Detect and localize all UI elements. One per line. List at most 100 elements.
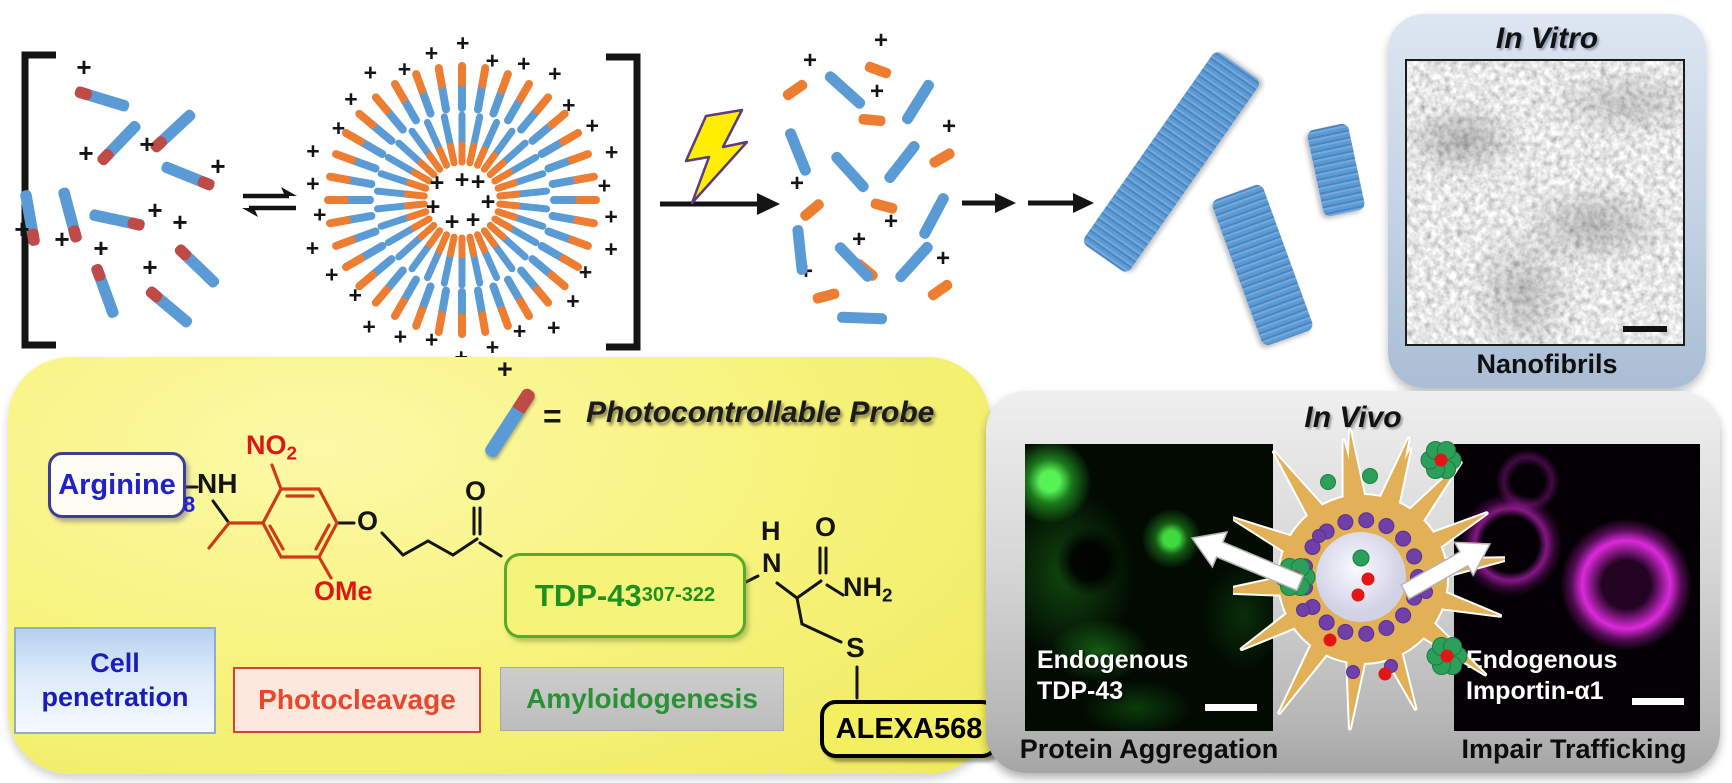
cleaved-cationic-fragment (870, 198, 898, 214)
plus-charge: + (579, 259, 592, 285)
plus-charge: + (874, 27, 888, 54)
arginine-box: Arginine (48, 452, 186, 518)
plus-charge: + (598, 173, 611, 199)
cleaved-cationic-fragment (929, 148, 955, 168)
tem-micrograph (1405, 59, 1685, 346)
plus-charge: + (425, 40, 438, 66)
cleaved-peptide-fragment (901, 79, 935, 125)
probe-cluster (1274, 557, 1316, 597)
probe-rod (58, 187, 82, 243)
ether-o-label: O (357, 506, 379, 536)
plus-charge: + (76, 52, 91, 82)
plus-charge: + (497, 354, 513, 384)
cleaved-cationic-fragment (858, 114, 886, 127)
lightning-icon (684, 108, 749, 205)
arginine-subscript: 8 (183, 492, 196, 517)
plus-charge: + (790, 170, 804, 197)
plus-charge: + (93, 233, 108, 263)
probe-rod (20, 190, 40, 246)
cell-nucleus (1316, 532, 1406, 622)
plus-charge: + (466, 206, 481, 234)
probe-cluster (1426, 636, 1468, 676)
plus-charge: + (486, 47, 499, 73)
plus-charge: + (306, 171, 319, 197)
carbonyl-o-label: O (465, 476, 487, 506)
cleaved-peptide-fragment (824, 71, 866, 109)
alexa568-box: ALEXA568 (820, 700, 998, 758)
probe-rod (97, 120, 141, 166)
amide-o-label: O (815, 512, 837, 542)
probe-rod (89, 209, 145, 231)
plus-charge: + (605, 139, 618, 165)
plus-charge: + (344, 86, 357, 112)
protein-aggregation-caption: Protein Aggregation (1019, 734, 1279, 764)
plus-charge: + (562, 92, 575, 118)
scale-bar (1623, 326, 1667, 332)
plus-charge: + (306, 138, 319, 164)
plus-charge: + (142, 252, 157, 282)
cleaved-cationic-fragment (800, 199, 824, 221)
plus-charge: + (139, 129, 154, 159)
plus-charge: + (517, 50, 530, 76)
plus-charge: + (430, 169, 445, 197)
ome-label: OMe (314, 576, 373, 606)
scale-bar (1632, 698, 1684, 705)
right-bracket (606, 53, 641, 351)
plus-charge: + (394, 324, 407, 350)
plus-charge: + (586, 113, 599, 139)
impair-trafficking-caption: Impair Trafficking (1461, 734, 1687, 764)
photocleavage-box: Photocleavage (233, 667, 481, 733)
nh-label: NH (197, 468, 238, 499)
nanofibrils-caption: Nanofibrils (1476, 349, 1618, 379)
plus-charge: + (306, 235, 319, 261)
equals-sign: = (543, 398, 562, 434)
plus-charge: + (604, 236, 617, 262)
plus-charge: + (936, 245, 950, 272)
plus-charge: + (513, 318, 526, 344)
probe-rod (150, 109, 196, 153)
cleaved-peptide-fragment (792, 225, 808, 275)
cleaved-cationic-fragment (927, 279, 953, 301)
in-vivo-title: In Vivo (1304, 401, 1402, 434)
plus-charge: + (147, 195, 162, 225)
plus-charge: + (548, 60, 561, 86)
plus-charge: + (313, 201, 326, 227)
plus-charge: + (364, 60, 377, 86)
amide-n-label: N (762, 548, 782, 578)
nitrobenzyl-ring (207, 463, 339, 580)
probe-rod (174, 244, 220, 288)
plus-charge: + (445, 208, 460, 236)
tem-texture (1407, 61, 1683, 344)
plus-charge: + (426, 193, 441, 221)
plus-charge: + (54, 224, 69, 254)
thiol-s-label: S (846, 632, 865, 663)
plus-charge: + (325, 261, 338, 287)
plus-charge: + (481, 188, 496, 216)
probe-rod (74, 86, 130, 112)
plus-charge: + (471, 168, 486, 196)
cleaved-peptide-fragment (836, 311, 888, 325)
equilibrium-arrows (242, 187, 297, 217)
plus-charge: + (349, 282, 362, 308)
cleaved-peptide-fragment (834, 242, 874, 282)
cleaved-peptide-fragment (785, 128, 811, 176)
cleaved-peptide-fragment (919, 193, 949, 239)
cleaved-cationic-fragment (812, 288, 840, 304)
nh2-label: NH2 (843, 572, 893, 607)
cleaved-cationic-fragment (864, 61, 892, 79)
plus-charge: + (870, 78, 884, 105)
cleaved-peptide-fragment (895, 241, 933, 283)
probe-rod (145, 286, 193, 328)
plus-charge: + (332, 115, 345, 141)
probe-cluster (1420, 440, 1462, 480)
plus-charge: + (455, 166, 470, 194)
assembly-arrows (962, 193, 1094, 213)
amyloidogenesis-box: Amyloidogenesis (500, 667, 784, 731)
plus-charge: + (456, 30, 469, 56)
